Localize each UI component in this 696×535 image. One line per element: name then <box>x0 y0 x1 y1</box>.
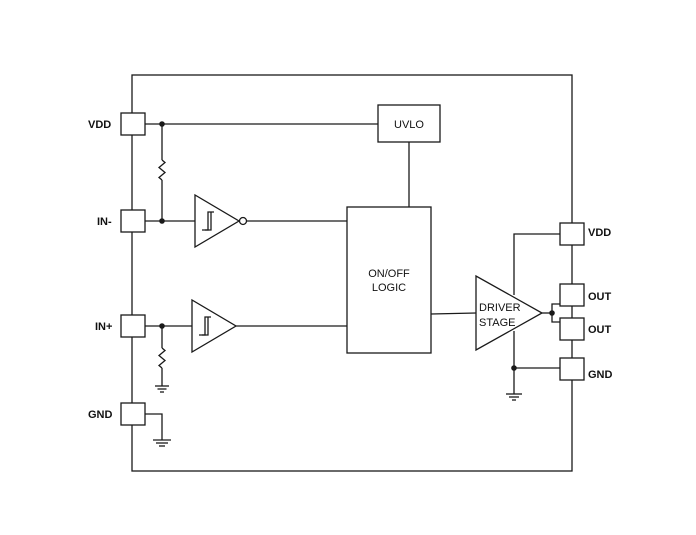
uvlo-label: UVLO <box>394 119 424 131</box>
pin-in-minus: IN- <box>97 209 146 233</box>
gnd-wire <box>145 413 163 440</box>
uvlo-block: UVLO <box>377 104 441 143</box>
schmitt-buffer <box>191 298 238 354</box>
pin-label: OUT <box>588 291 612 303</box>
pin-label: VDD <box>88 119 111 131</box>
pin-label: OUT <box>588 324 612 336</box>
driver-label-line2: STAGE <box>479 317 515 329</box>
pin-gnd-right: GND <box>559 357 613 381</box>
pin-label: GND <box>88 409 113 421</box>
pin-label: IN+ <box>95 321 112 333</box>
junction-dot <box>511 365 517 371</box>
pin-label: IN- <box>97 216 112 228</box>
inversion-bubble <box>238 216 248 226</box>
ground-icon <box>153 439 171 447</box>
pin-vdd-right: VDD <box>559 222 611 246</box>
pin-gnd-left: GND <box>88 402 146 426</box>
driver-label-line1: DRIVER <box>479 302 521 314</box>
ground-icon <box>506 393 522 401</box>
pin-label: VDD <box>588 227 611 239</box>
pin-out-2: OUT <box>559 317 612 341</box>
out1-wire <box>551 303 560 313</box>
ground-icon <box>155 385 169 393</box>
pin-in-plus: IN+ <box>95 314 146 338</box>
out2-wire <box>551 313 560 323</box>
pullup-resistor <box>157 124 167 221</box>
logic-to-driver-wire <box>430 312 477 315</box>
pin-label: GND <box>588 369 613 381</box>
pulldown-resistor <box>157 326 167 386</box>
on-off-logic-block: ON/OFF LOGIC <box>346 206 432 354</box>
inverting-schmitt-buffer <box>194 193 248 249</box>
driver-vdd-wire <box>513 233 560 295</box>
package-outline <box>131 74 573 472</box>
pin-vdd-left: VDD <box>88 112 146 136</box>
pin-out-1: OUT <box>559 283 612 307</box>
logic-label-line2: LOGIC <box>372 282 406 294</box>
logic-label-line1: ON/OFF <box>368 268 410 280</box>
driver-stage-block: DRIVER STAGE <box>475 274 544 352</box>
